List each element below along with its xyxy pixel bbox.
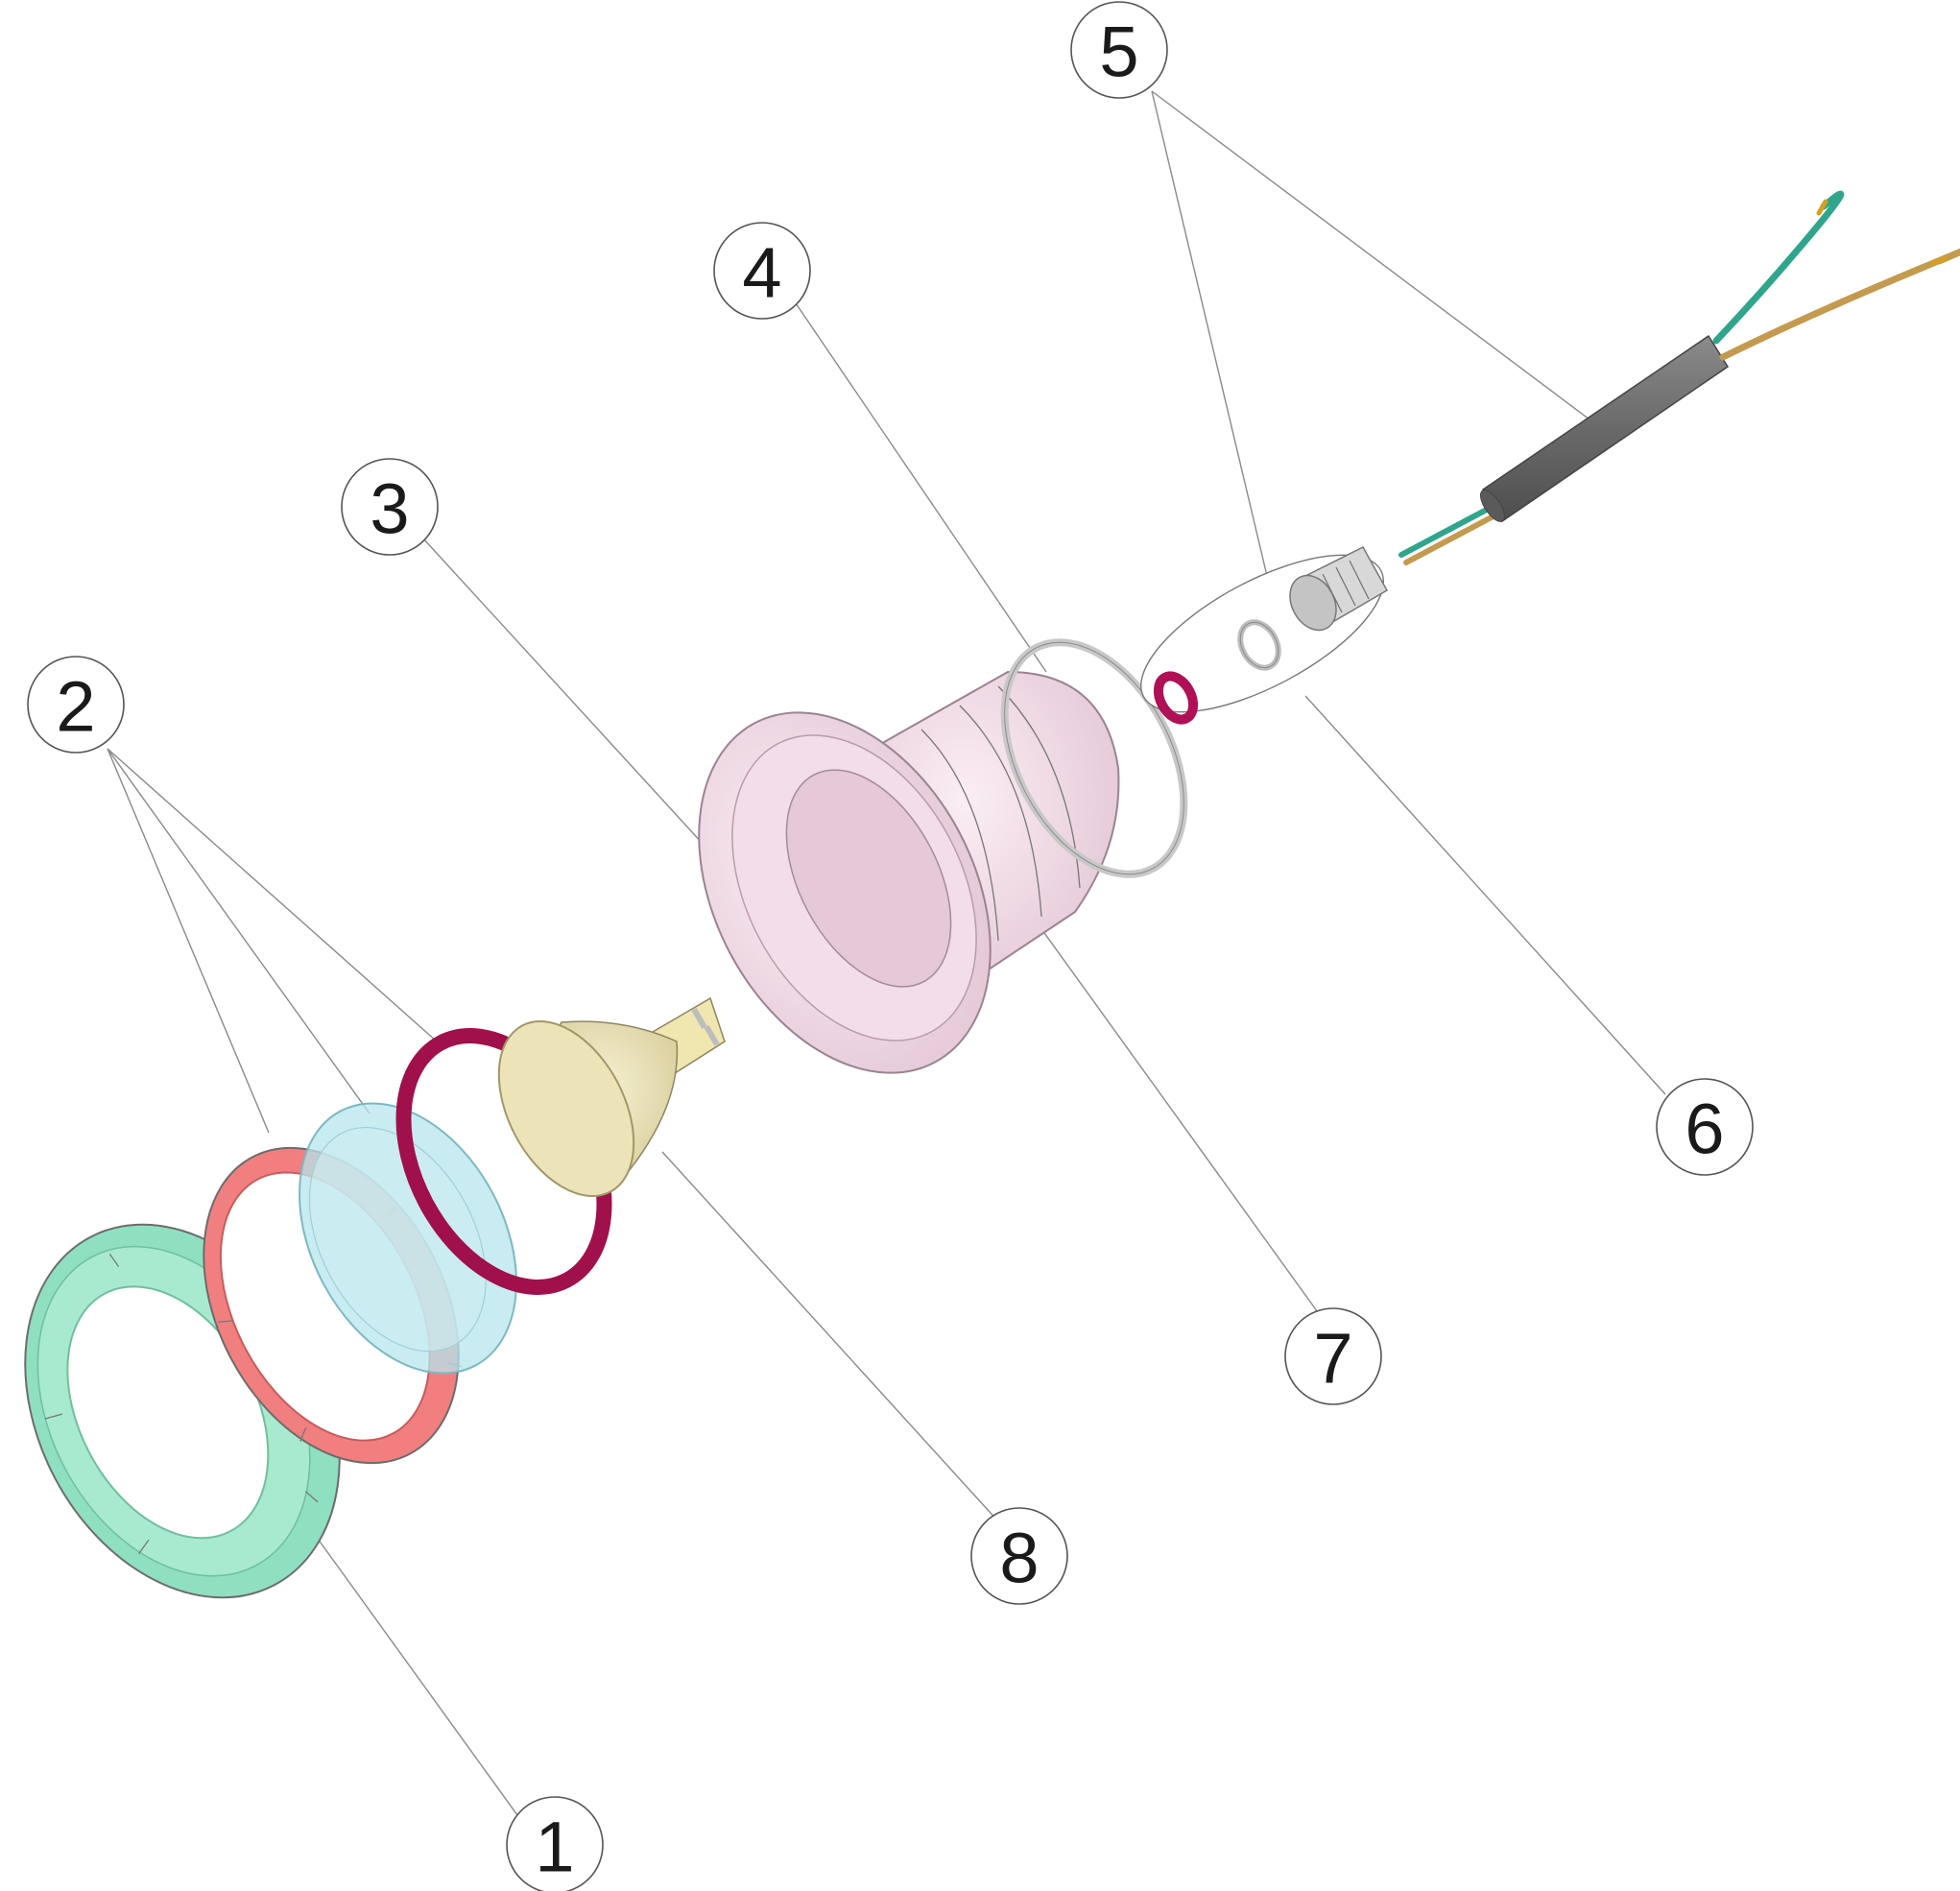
wire-brown-tip xyxy=(1930,256,1948,266)
leader-8 xyxy=(661,1151,999,1522)
callout-5-label: 5 xyxy=(1099,12,1138,92)
wire-green-long xyxy=(1712,190,1845,345)
callout-4-circle xyxy=(713,222,811,320)
leader-5-a xyxy=(1151,90,1268,577)
cable-end-near xyxy=(1479,490,1506,522)
callout-5-circle xyxy=(1070,1,1168,99)
callout-6-circle xyxy=(1656,1078,1754,1176)
leader-2-a xyxy=(107,748,270,1134)
leader-4 xyxy=(791,297,1047,673)
leader-6 xyxy=(1304,695,1666,1095)
cable-gland-group xyxy=(1140,546,1389,725)
lock-ring-tabs xyxy=(218,1205,462,1442)
gland-nut-threads xyxy=(1322,560,1370,613)
lamp-face xyxy=(497,1020,635,1197)
gland-washer-edge xyxy=(1239,621,1279,669)
lens-inner xyxy=(308,1126,487,1352)
callout-1: 1 xyxy=(506,1796,604,1891)
cable-jacket xyxy=(1481,334,1730,523)
leader-2-b xyxy=(107,748,370,1114)
lamp-pin-1 xyxy=(691,1007,707,1029)
callout-3-circle xyxy=(341,458,439,556)
callout-3: 3 xyxy=(341,458,439,556)
callout-3-label: 3 xyxy=(370,469,409,549)
callout-7: 7 xyxy=(1284,1307,1382,1405)
callout-4: 4 xyxy=(713,222,811,320)
callout-1-circle xyxy=(506,1796,604,1891)
leader-lines xyxy=(107,90,1666,1844)
housing-bore xyxy=(785,769,952,988)
wire-green-tip xyxy=(1816,199,1829,216)
wire-green-short xyxy=(1398,501,1500,558)
housing-part xyxy=(698,670,1120,1074)
leader-5-b xyxy=(1151,90,1594,423)
callout-7-circle xyxy=(1284,1307,1382,1405)
lens-part xyxy=(299,1102,517,1375)
callout-bubbles: 1 2 3 4 5 6 7 8 xyxy=(27,1,1754,1891)
lamp-part xyxy=(497,996,726,1197)
o-ring-part xyxy=(1000,638,1188,878)
callout-1-label: 1 xyxy=(535,1807,574,1887)
callout-2: 2 xyxy=(27,656,125,754)
trim-ring-notches xyxy=(44,1254,319,1555)
callout-8-circle xyxy=(970,1507,1068,1605)
leader-7 xyxy=(1021,901,1321,1316)
lamp-pin-2 xyxy=(704,1024,720,1046)
callout-7-label: 7 xyxy=(1313,1319,1352,1399)
callout-5: 5 xyxy=(1070,1,1168,99)
gland-seal-red xyxy=(1153,671,1199,725)
callout-8-label: 8 xyxy=(999,1519,1039,1598)
callout-2-circle xyxy=(27,656,125,754)
callout-4-label: 4 xyxy=(742,233,781,313)
callout-6-label: 6 xyxy=(1685,1089,1724,1169)
leader-2-c xyxy=(107,748,438,1042)
o-ring-edge xyxy=(1004,641,1184,875)
callout-8: 8 xyxy=(970,1507,1068,1605)
cable-part xyxy=(1398,190,1960,565)
callout-2-label: 2 xyxy=(56,667,95,747)
leader-1 xyxy=(287,1496,538,1844)
wire-brown-long xyxy=(1719,248,1960,361)
callout-6: 6 xyxy=(1656,1078,1754,1176)
wire-brown-short xyxy=(1403,509,1505,565)
